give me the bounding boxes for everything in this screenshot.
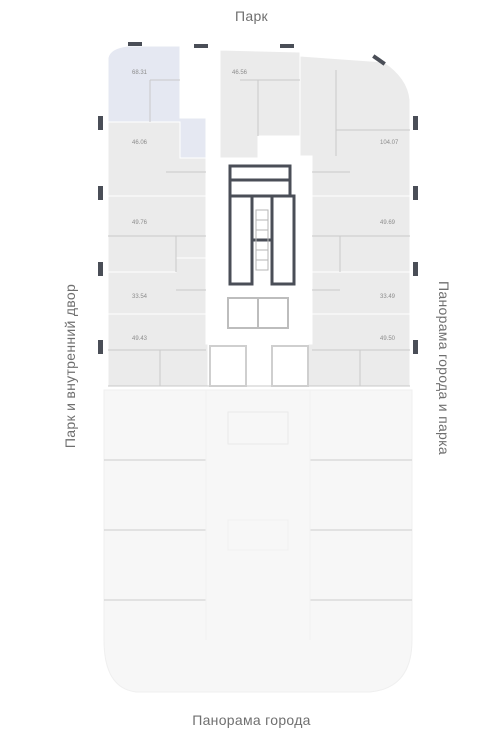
building-core [209, 164, 309, 387]
apartment-area-label: 33.49 [380, 294, 396, 300]
apartment-unit[interactable] [299, 55, 411, 197]
apartment-area-label: 49.69 [380, 220, 396, 226]
apartment-area-labels: 68.31 46.56 46.06 104.07 49.76 49.69 33.… [132, 70, 399, 342]
view-label-top: Парк [235, 8, 268, 24]
apartment-unit[interactable] [311, 271, 411, 315]
apartment-area-label: 104.07 [380, 140, 399, 146]
apartments-layer [107, 45, 411, 387]
view-label-bottom: Панорама города [192, 712, 311, 728]
apartment-area-label: 49.50 [380, 336, 396, 342]
floor-plan-faded-section [103, 389, 413, 693]
window-markers [98, 42, 418, 354]
apartment-area-label: 49.76 [132, 220, 148, 226]
apartment-area-label: 46.56 [232, 70, 248, 76]
apartment-area-label: 33.54 [132, 294, 148, 300]
apartment-area-label: 68.31 [132, 70, 148, 76]
interior-walls [108, 70, 410, 387]
apartment-unit[interactable] [311, 195, 411, 273]
apartment-area-label: 46.06 [132, 140, 148, 146]
apartment-unit[interactable] [219, 49, 301, 159]
apartment-area-label: 49.43 [132, 336, 148, 342]
